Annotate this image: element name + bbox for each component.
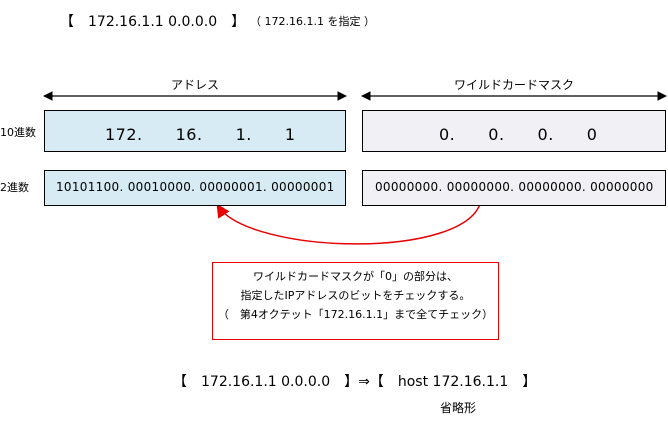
address-binary-box: 10101100. 00010000. 00000001. 00000001 — [44, 170, 346, 206]
wildcard-column-label: ワイルドカードマスク — [453, 78, 574, 92]
title-note: （ 172.16.1.1 を指定 ） — [250, 15, 375, 28]
decimal-row-label: 10進数 — [0, 126, 36, 139]
shorthand-expression: 【 172.16.1.1 0.0.0.0 】⇒【 host 172.16.1.1… — [173, 374, 537, 390]
wildcard-binary-box: 00000000. 00000000. 00000000. 00000000 — [362, 170, 666, 206]
address-binary-value: 10101100. 00010000. 00000001. 00000001 — [56, 180, 335, 194]
address-decimal-value: 172. 16. 1. 1 — [105, 125, 296, 144]
explanation-callout: ワイルドカードマスクが「0」の部分は、 指定したIPアドレスのビットをチェックす… — [212, 262, 499, 340]
callout-line-1: ワイルドカードマスクが「0」の部分は、 — [253, 270, 458, 283]
address-decimal-box: 172. 16. 1. 1 — [44, 110, 346, 152]
page-title: 【 172.16.1.1 0.0.0.0 】 — [60, 14, 246, 30]
binary-row-label: 2進数 — [0, 181, 29, 194]
wildcard-decimal-value: 0. 0. 0. 0 — [439, 125, 598, 144]
shorthand-caption: 省略形 — [440, 401, 477, 415]
address-column-label: アドレス — [170, 78, 219, 92]
check-curved-arrow — [216, 199, 482, 245]
callout-line-3: （ 第4オクテット「172.16.1.1」まで全てチェック） — [217, 308, 494, 321]
wildcard-binary-value: 00000000. 00000000. 00000000. 00000000 — [375, 180, 654, 194]
callout-line-2: 指定したIPアドレスのビットをチェックする。 — [240, 289, 471, 302]
wildcard-decimal-box: 0. 0. 0. 0 — [362, 110, 666, 152]
